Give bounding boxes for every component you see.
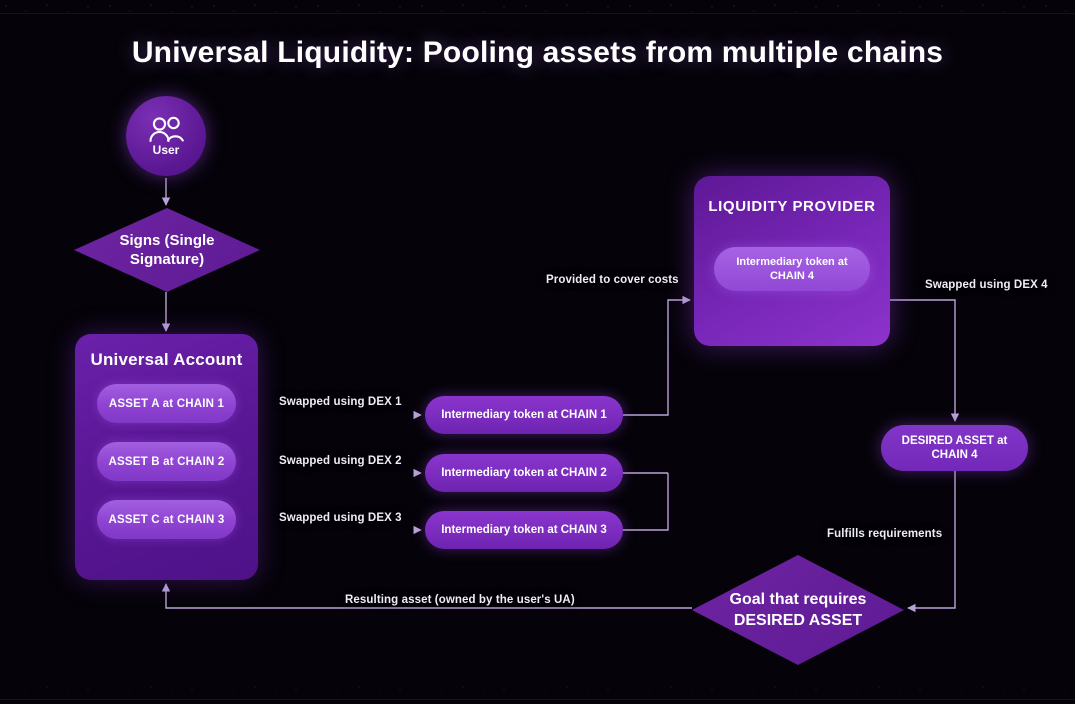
node-intermediary-token-2[interactable]: Intermediary token at CHAIN 2 [425, 454, 623, 492]
asset-pill-c[interactable]: ASSET C at CHAIN 3 [97, 500, 236, 539]
liquidity-provider-title: LIQUIDITY PROVIDER [708, 198, 876, 215]
node-desired-asset[interactable]: DESIRED ASSET at CHAIN 4 [881, 425, 1028, 471]
starfield-top [0, 2, 1075, 16]
edge-goal-to-ua-return [161, 583, 692, 609]
edge-lp-to-desired-asset [890, 299, 960, 422]
goal-label: Goal that requires DESIRED ASSET [692, 555, 904, 665]
edge-token1-to-lp [623, 295, 691, 416]
edge-label-dex4: Swapped using DEX 4 [925, 279, 1048, 291]
liquidity-provider-token-pill[interactable]: Intermediary token at CHAIN 4 [714, 247, 870, 291]
node-goal[interactable]: Goal that requires DESIRED ASSET [692, 555, 904, 665]
edge-label-provided-to-cover-costs: Provided to cover costs [546, 274, 679, 286]
node-intermediary-token-3[interactable]: Intermediary token at CHAIN 3 [425, 511, 623, 549]
asset-pill-a[interactable]: ASSET A at CHAIN 1 [97, 384, 236, 423]
signs-label-line2: Signature) [129, 251, 205, 268]
signs-label: Signs (Single Signature) [74, 208, 260, 292]
edge-label-fulfills-requirements: Fulfills requirements [827, 528, 943, 540]
page-title: Universal Liquidity: Pooling assets from… [131, 36, 944, 69]
asset-pill-b[interactable]: ASSET B at CHAIN 2 [97, 442, 236, 481]
node-liquidity-provider[interactable]: LIQUIDITY PROVIDER Intermediary token at… [694, 176, 890, 346]
node-intermediary-token-1[interactable]: Intermediary token at CHAIN 1 [425, 396, 623, 434]
signs-label-line1: Signs (Single [119, 232, 215, 249]
users-group-icon [149, 116, 184, 142]
edge-label-resulting-asset: Resulting asset (owned by the user's UA) [345, 594, 575, 606]
desired-asset-line2: CHAIN 4 [931, 449, 978, 461]
edge-desired-asset-to-goal [907, 471, 956, 613]
universal-account-title: Universal Account [90, 350, 243, 369]
bottom-edge-line [0, 699, 1075, 700]
lp-token-line2: CHAIN 4 [769, 270, 814, 282]
edge-label-dex2: Swapped using DEX 2 [279, 455, 402, 467]
node-signs[interactable]: Signs (Single Signature) [74, 208, 260, 292]
node-user[interactable]: User [126, 96, 206, 176]
edge-token3-merge [623, 473, 669, 531]
edge-label-dex1: Swapped using DEX 1 [279, 396, 402, 408]
node-universal-account[interactable]: Universal Account ASSET A at CHAIN 1 ASS… [75, 334, 258, 580]
desired-asset-line1: DESIRED ASSET at [901, 435, 1008, 447]
goal-label-line1: Goal that requires [729, 591, 867, 608]
starfield-bottom [0, 684, 1075, 698]
lp-token-line1: Intermediary token at [736, 256, 848, 268]
user-label: User [152, 142, 180, 157]
goal-label-line2: DESIRED ASSET [733, 612, 863, 629]
edge-label-dex3: Swapped using DEX 3 [279, 512, 402, 524]
